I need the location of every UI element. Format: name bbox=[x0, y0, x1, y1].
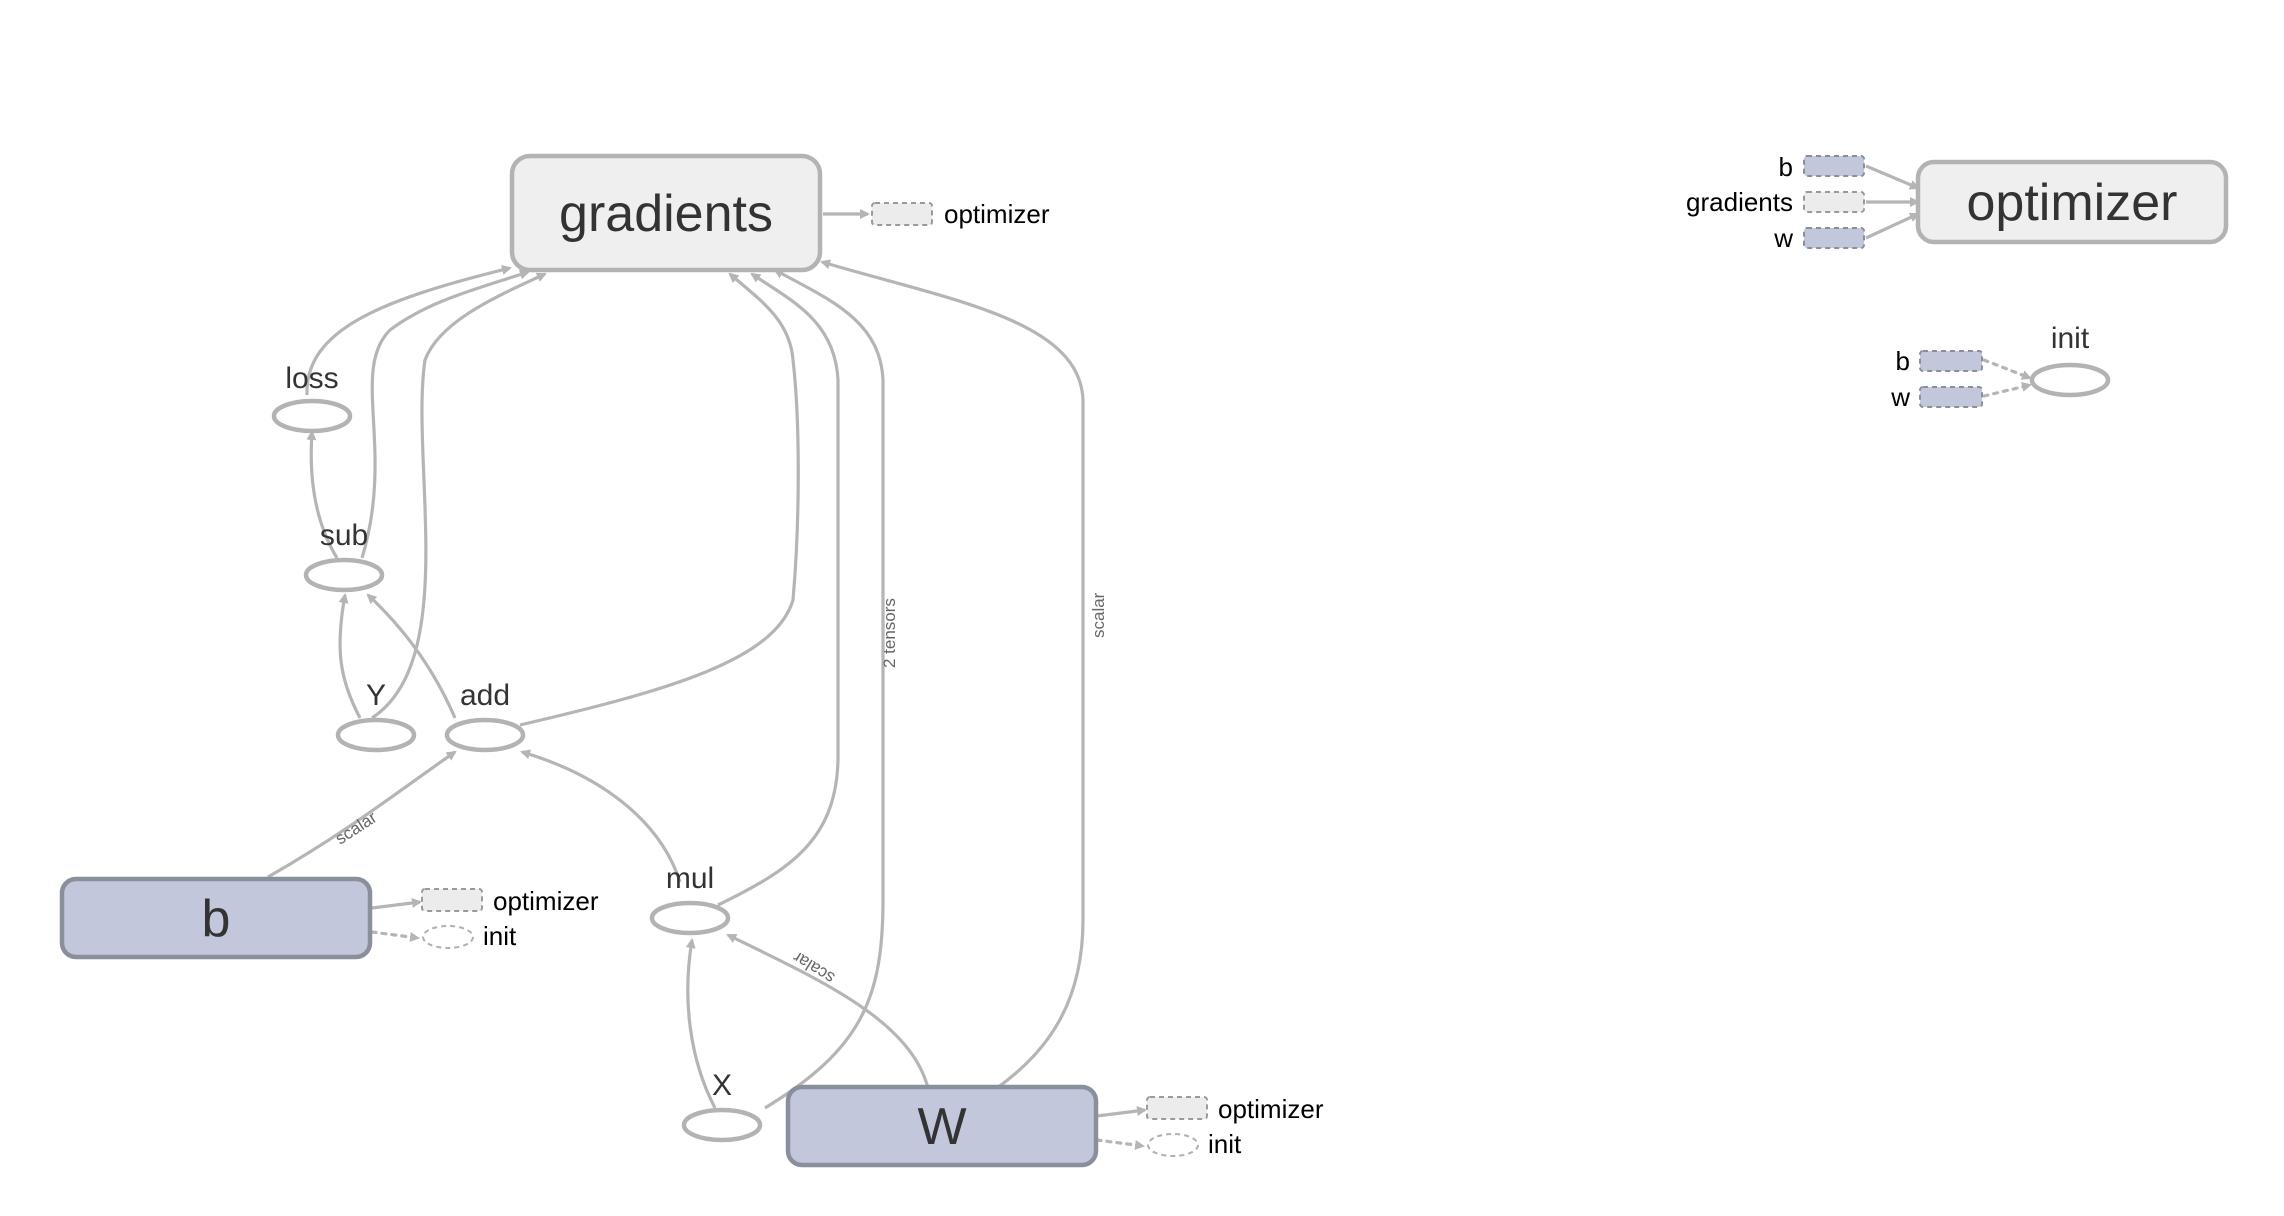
init-input-b[interactable]: b bbox=[1896, 346, 1983, 376]
optimizer-input-w-label: w bbox=[1773, 223, 1793, 253]
edge-loss-gradients bbox=[305, 265, 512, 396]
aux-b-init[interactable]: init bbox=[422, 921, 517, 951]
optimizer-input-gradients-label: gradients bbox=[1686, 187, 1793, 217]
optimizer-input-w[interactable]: w bbox=[1773, 223, 1865, 253]
edge-w-optimizer-aux bbox=[1096, 1106, 1147, 1118]
edge-w-init bbox=[1982, 381, 2032, 398]
edge-mul-gradients bbox=[717, 272, 840, 907]
node-x-label: X bbox=[712, 1069, 732, 1102]
edge-b-init bbox=[1982, 358, 2032, 380]
optimizer-input-b[interactable]: b bbox=[1779, 152, 1865, 182]
edge-w-gradients bbox=[820, 259, 1085, 1090]
node-mul[interactable]: mul bbox=[649, 862, 731, 936]
node-loss-label: loss bbox=[285, 362, 338, 395]
edge-label-w-mul: scalar bbox=[789, 947, 838, 987]
edge-w-init-aux bbox=[1095, 1138, 1145, 1150]
node-add-label: add bbox=[460, 679, 510, 712]
node-w[interactable]: W bbox=[785, 1084, 1099, 1168]
aux-gradients-optimizer-label: optimizer bbox=[944, 199, 1050, 229]
aux-w-init[interactable]: init bbox=[1147, 1129, 1242, 1159]
node-optimizer[interactable]: optimizer bbox=[1915, 159, 2229, 245]
node-add[interactable]: add bbox=[444, 679, 526, 753]
init-input-w[interactable]: w bbox=[1890, 382, 1983, 412]
node-x[interactable]: X bbox=[681, 1069, 763, 1143]
edge-x-mul bbox=[685, 938, 717, 1109]
node-gradients[interactable]: gradients bbox=[509, 153, 823, 273]
node-init-label: init bbox=[2051, 322, 2090, 355]
node-sub-label: sub bbox=[320, 519, 368, 552]
aux-gradients-optimizer[interactable]: optimizer bbox=[871, 199, 1050, 229]
node-sub[interactable]: sub bbox=[303, 519, 385, 593]
node-mul-label: mul bbox=[666, 862, 714, 895]
node-loss[interactable]: loss bbox=[271, 362, 353, 434]
edge-b-optimizer bbox=[1865, 164, 1920, 190]
optimizer-input-b-label: b bbox=[1779, 152, 1793, 182]
aux-b-init-label: init bbox=[483, 921, 517, 951]
edge-mul-add bbox=[520, 749, 682, 883]
node-b[interactable]: b bbox=[59, 876, 373, 960]
optimizer-input-gradients[interactable]: gradients bbox=[1686, 187, 1865, 217]
node-gradients-label: gradients bbox=[559, 185, 773, 243]
edge-sub-gradients bbox=[360, 269, 530, 559]
edge-label-x-gradients: 2 tensors bbox=[880, 598, 899, 668]
init-input-b-label: b bbox=[1896, 346, 1910, 376]
edge-b-optimizer-aux bbox=[371, 898, 422, 910]
node-optimizer-label: optimizer bbox=[1967, 174, 2178, 232]
edge-sub-loss bbox=[306, 430, 339, 559]
node-y-label: Y bbox=[366, 679, 386, 712]
edge-label-b-add: scalar bbox=[332, 808, 381, 849]
edge-add-sub bbox=[366, 593, 457, 719]
aux-b-optimizer[interactable]: optimizer bbox=[421, 886, 599, 916]
aux-w-init-label: init bbox=[1208, 1129, 1242, 1159]
edge-x-gradients bbox=[764, 268, 885, 1110]
edge-w-optimizer bbox=[1865, 212, 1920, 240]
init-input-w-label: w bbox=[1890, 382, 1910, 412]
edges: scalar 2 tensors scalar scalar bbox=[267, 164, 2032, 1150]
aux-w-optimizer[interactable]: optimizer bbox=[1146, 1094, 1324, 1124]
edge-label-w-gradients: scalar bbox=[1089, 592, 1108, 638]
edge-y-gradients bbox=[371, 272, 547, 720]
node-y[interactable]: Y bbox=[335, 679, 417, 753]
node-init[interactable]: init bbox=[2029, 322, 2111, 398]
edge-w-mul bbox=[726, 933, 930, 1089]
edge-y-sub bbox=[338, 593, 362, 719]
edge-b-add bbox=[267, 750, 457, 879]
aux-w-optimizer-label: optimizer bbox=[1218, 1094, 1324, 1124]
edge-b-init-aux bbox=[370, 930, 420, 942]
aux-b-optimizer-label: optimizer bbox=[493, 886, 599, 916]
edge-add-gradients bbox=[519, 272, 800, 727]
node-b-label: b bbox=[202, 890, 231, 948]
node-w-label: W bbox=[917, 1098, 966, 1156]
